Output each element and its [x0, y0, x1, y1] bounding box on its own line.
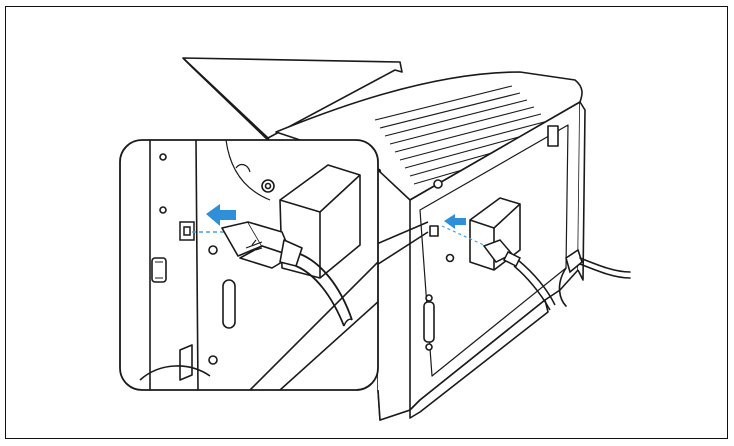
usb-plug-icon — [221, 221, 353, 327]
usb-port-icon — [179, 221, 195, 241]
insert-arrow-icon — [192, 204, 236, 233]
printer-icon — [182, 57, 586, 421]
power-cord-icon — [558, 248, 631, 307]
insert-arrow-icon — [441, 214, 487, 247]
callout-pointer — [371, 221, 429, 247]
usb-cable-icon — [482, 239, 556, 311]
callout-pointer — [371, 231, 429, 269]
zoom-callout — [119, 139, 379, 391]
